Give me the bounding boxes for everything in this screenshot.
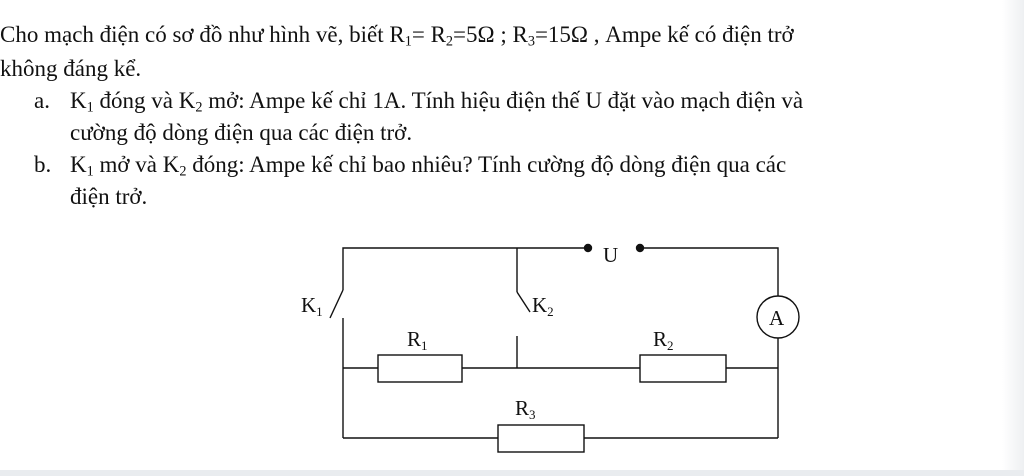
ammeter-label: A xyxy=(769,306,785,330)
page-bottom-edge xyxy=(0,470,1024,476)
r2-label: R2 xyxy=(653,327,674,353)
k2-label: K2 xyxy=(532,293,554,319)
intro-line-1: Cho mạch điện có sơ đồ như hình vẽ, biết… xyxy=(0,22,794,50)
right-wire xyxy=(640,247,779,296)
item-a-label: a. xyxy=(34,88,50,113)
ammeter xyxy=(756,295,800,339)
page-edge-shadow xyxy=(1002,0,1024,476)
u-terminal-left xyxy=(583,243,593,253)
u-label: U xyxy=(603,243,618,267)
r1-label: R1 xyxy=(407,327,428,353)
k2-switch xyxy=(516,291,531,313)
k1-label: K1 xyxy=(301,293,323,319)
k1-switch xyxy=(329,289,344,319)
r3-resistor xyxy=(497,424,585,453)
u-terminal-right xyxy=(635,243,645,253)
r3-label: R3 xyxy=(515,396,536,422)
item-b-label: b. xyxy=(34,152,52,177)
top-wire xyxy=(342,247,588,290)
r1-resistor xyxy=(377,354,463,383)
r2-resistor xyxy=(639,354,727,383)
intro-line-2: không đáng kể. xyxy=(0,56,142,81)
